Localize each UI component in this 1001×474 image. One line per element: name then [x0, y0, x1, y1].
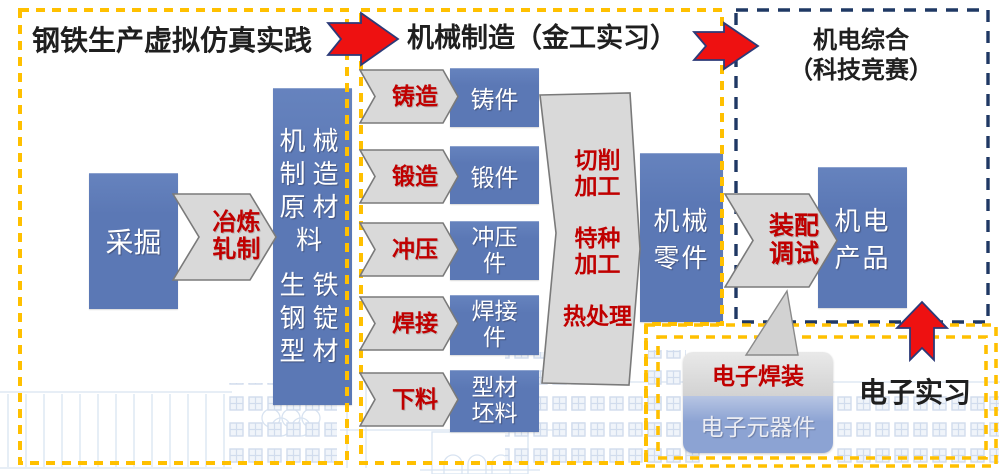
electronics-card: 电子焊装 电子元器件	[683, 352, 833, 453]
electronic-welding-box: 电子焊装	[683, 352, 833, 396]
product-box-forgings: 锻件	[450, 146, 539, 204]
process-label: 铸造	[392, 83, 438, 109]
machining-section-title: 机械制造（金工实习）	[407, 23, 677, 53]
flow-arrow-steel-to-machining	[326, 11, 400, 67]
mining-box: 采掘	[89, 173, 178, 309]
assembly-chevron: 装配 调试	[724, 193, 838, 288]
process-label: 冲压	[392, 236, 438, 262]
product-box-stampings: 冲压 件	[450, 221, 539, 280]
assembly-label: 装配 调试	[768, 212, 819, 268]
process-label: 焊接	[392, 310, 438, 336]
electronics-section-label: 电子实习	[858, 377, 971, 408]
process-label: 锻造	[392, 163, 438, 189]
flow-arrow-electronics-to-integration	[894, 300, 950, 363]
integration-section-title: 机电综合 （科技竞赛）	[789, 27, 933, 84]
process-label: 下料	[392, 386, 438, 412]
smelting-chevron: 冶炼 轧制	[172, 193, 277, 281]
product-box-profile-blanks: 型材 坯料	[450, 370, 539, 432]
product-box-weldments: 焊接 件	[450, 295, 539, 355]
process-chevron-forging: 锻造	[359, 149, 459, 204]
process-chevron-casting: 铸造	[359, 69, 459, 124]
materials-heading: 机械 制造 原材 料	[279, 127, 346, 255]
product-box-castings: 铸件	[450, 68, 539, 127]
electronics-callout-pointer	[744, 289, 799, 356]
process-chevron-blanking: 下料	[359, 372, 459, 427]
process-chevron-welding: 焊接	[359, 296, 459, 351]
process-chevron-stamping: 冲压	[359, 222, 459, 277]
steel-section-title: 钢铁生产虚拟仿真实践	[31, 25, 312, 56]
materials-items: 生铁 钢锭 型材	[279, 271, 346, 366]
electronic-components-box: 电子元器件	[683, 396, 833, 453]
olympic-rings-watermark	[261, 408, 321, 437]
smelting-label: 冶炼 轧制	[212, 210, 261, 263]
flow-arrow-machining-to-integration	[692, 21, 760, 71]
machine-parts-box: 机械 零件	[640, 153, 723, 322]
finishing-shape: 切削 加工 特种 加工 热处理	[539, 92, 642, 386]
finishing-label: 切削 加工 特种 加工 热处理	[563, 148, 632, 329]
materials-box: 机械 制造 原材 料 生铁 钢锭 型材	[273, 88, 352, 405]
